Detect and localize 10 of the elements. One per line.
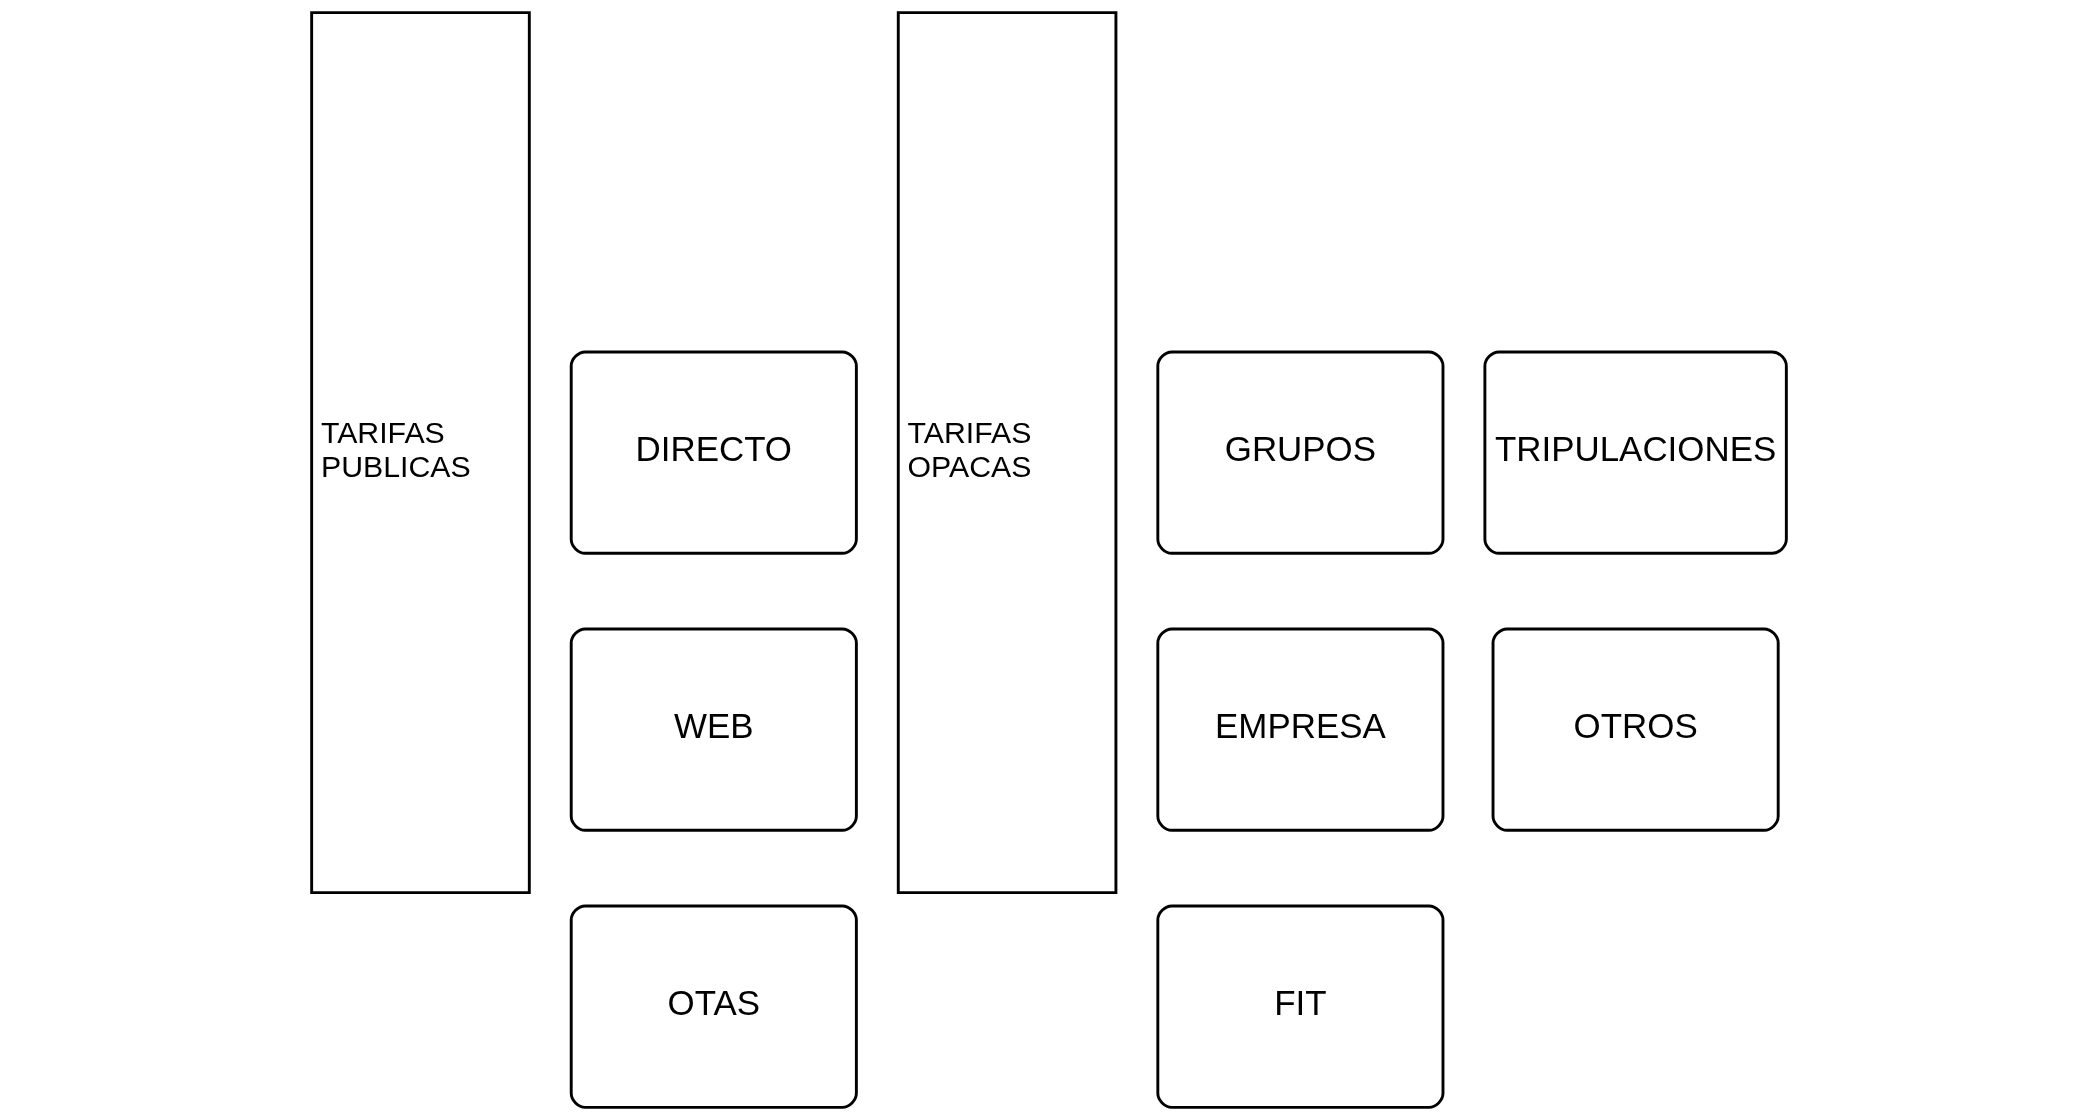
node-box: DIRECTO [569,350,858,555]
node-box: EMPRESA [1156,627,1445,832]
node-box: OTROS [1491,627,1780,832]
node-box: OTAS [569,904,858,1109]
node-box: FIT [1156,904,1445,1109]
node-box: GRUPOS [1156,350,1445,555]
node-box: WEB [569,627,858,832]
node-box: TARIFAS OPACAS [896,11,1118,895]
node-box: TARIFAS PUBLICAS [310,11,531,895]
node-box: TRIPULACIONES [1483,350,1788,555]
